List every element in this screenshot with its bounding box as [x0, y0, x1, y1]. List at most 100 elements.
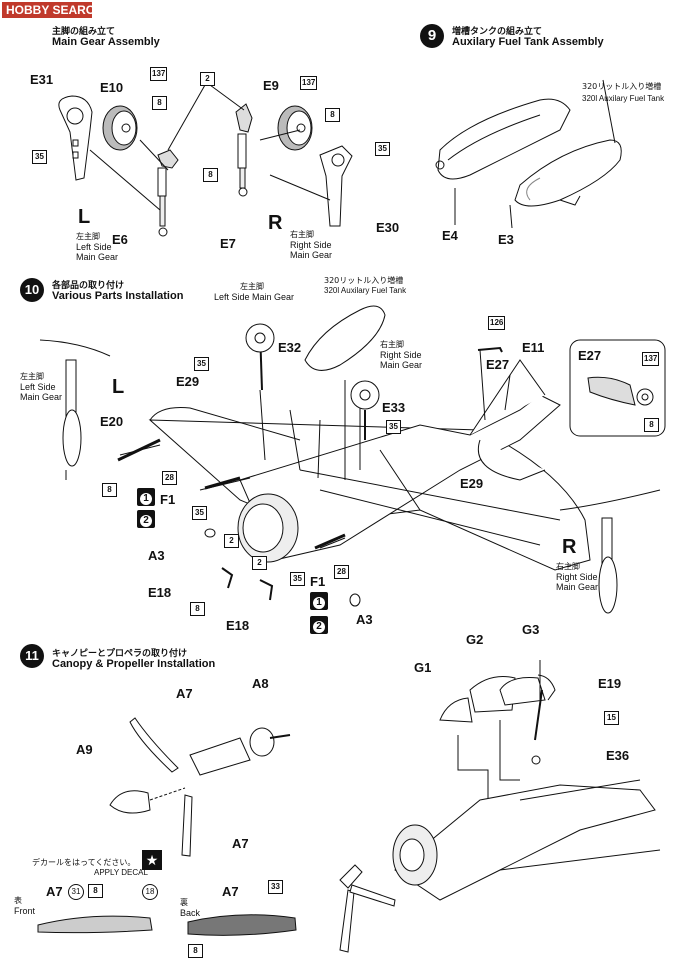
left-gear-jp: 左主脚 — [76, 232, 100, 241]
fuel-tank-note-jp: 320リットル入り増槽 — [582, 82, 662, 91]
code-35-a: 35 — [32, 150, 47, 164]
side-right-en2: Main Gear — [556, 582, 599, 592]
paint-2-a-label: 2 — [140, 515, 152, 527]
paint-2-b-label: 2 — [313, 621, 325, 633]
step11-number: 11 — [20, 644, 44, 668]
part-label-e31: E31 — [30, 72, 54, 87]
right-gear-en2: Main Gear — [290, 250, 333, 260]
side-right-marker: R — [562, 536, 577, 558]
paint-1-b-label: 1 — [313, 597, 325, 609]
watermark-logo-box — [2, 2, 92, 18]
code-35-b: 35 — [375, 142, 390, 156]
paint-2-b: 2 — [310, 616, 328, 634]
code-8-c10b: 8 — [190, 602, 205, 616]
left-gear-en2: Main Gear — [76, 252, 119, 262]
part-label-a7-c: A7 — [46, 884, 63, 899]
part-label-f1-b: F1 — [310, 574, 326, 589]
gear-strut-e6-drawing — [157, 149, 179, 237]
code-2-c10a: 2 — [224, 534, 239, 548]
code-8-c10a: 8 — [102, 483, 117, 497]
part-label-a3-b: A3 — [356, 612, 373, 627]
code-8-c11b: 8 — [188, 944, 203, 958]
code-33: 33 — [268, 880, 283, 894]
gear-cover-e30-drawing — [319, 145, 353, 227]
step10-title-jp: 各部品の取り付け — [52, 281, 125, 291]
step10-number: 10 — [20, 278, 44, 302]
fuselage-front-drawing — [392, 779, 661, 901]
rmg-en2: Main Gear — [380, 360, 423, 370]
step9-title-en: Auxilary Fuel Tank Assembly — [452, 36, 604, 48]
code-8-a: 8 — [152, 96, 167, 110]
part-label-e36: E36 — [606, 748, 630, 763]
propeller-installed-drawing — [339, 864, 396, 953]
code-137-b: 137 — [300, 76, 318, 90]
left-side-marker: L — [78, 206, 91, 228]
code-18: 18 — [142, 884, 158, 900]
code-137-a: 137 — [150, 67, 168, 81]
step10-title-en: Various Parts Installation — [52, 290, 184, 302]
part-label-e20: E20 — [100, 414, 124, 429]
decal-note-jp: デカールをはってください。 — [32, 858, 136, 867]
part-label-e33: E33 — [382, 400, 406, 415]
code-35-c10c: 35 — [290, 572, 305, 586]
side-left-marker: L — [112, 376, 125, 398]
decal-note-en: APPLY DECAL — [94, 868, 148, 877]
right-gear-jp: 右主脚 — [290, 230, 314, 239]
part-label-e7: E7 — [220, 236, 236, 251]
detail-e27-drawing — [587, 376, 654, 406]
paint-1-b: 1 — [310, 592, 328, 610]
canopy-drawing — [439, 660, 556, 810]
back-jp: 裏 — [180, 898, 188, 907]
decal-star-icon: ★ — [142, 850, 162, 870]
part-label-g2: G2 — [466, 632, 484, 647]
antenna-mast-drawing — [531, 689, 543, 765]
part-label-e29-a: E29 — [176, 374, 200, 389]
code-35-c10a: 35 — [194, 357, 209, 371]
left-gear-en1: Left Side — [76, 242, 112, 252]
step11-title-en: Canopy & Propeller Installation — [52, 658, 216, 670]
part-label-e27-b: E27 — [578, 348, 602, 363]
code-31: 31 — [68, 884, 84, 900]
step8-title-jp: 主脚の組み立て — [52, 27, 116, 37]
part-label-e19: E19 — [598, 676, 622, 691]
right-side-marker: R — [268, 212, 283, 234]
code-126: 126 — [488, 316, 506, 330]
wheel-e9-drawing — [277, 105, 313, 151]
side-left-jp: 左主脚 — [20, 372, 44, 381]
back-en: Back — [180, 908, 201, 918]
lmg-jp: 左主脚 — [240, 282, 264, 291]
side-left-en2: Main Gear — [20, 392, 63, 402]
side-right-jp: 右主脚 — [556, 562, 580, 571]
code-2-c10b: 2 — [252, 556, 267, 570]
blade-back-drawing — [187, 914, 297, 936]
part-label-a8: A8 — [252, 676, 269, 691]
code-8-b: 8 — [203, 168, 218, 182]
airplane-drawing — [117, 305, 591, 607]
wheel-e10-drawing — [102, 105, 138, 151]
front-jp: 表 — [14, 896, 22, 905]
part-label-g3: G3 — [522, 622, 540, 637]
step8-title-en: Main Gear Assembly — [52, 36, 160, 48]
step9-title-jp: 増槽タンクの組み立て — [452, 27, 543, 37]
part-label-e6: E6 — [112, 232, 128, 247]
rmg-en1: Right Side — [380, 350, 422, 360]
side-left-en1: Left Side — [20, 382, 56, 392]
code-15: 15 — [604, 711, 619, 725]
part-label-e29-b: E29 — [460, 476, 484, 491]
part-label-e27-a: E27 — [486, 357, 510, 372]
part-label-a7-a: A7 — [176, 686, 193, 701]
gear-strut-e7-drawing — [235, 103, 253, 197]
code-8-c10c: 8 — [644, 418, 659, 432]
code-28-b: 28 — [334, 565, 349, 579]
step9-number: 9 — [420, 24, 444, 48]
paint-2-a: 2 — [137, 510, 155, 528]
lmg-en: Left Side Main Gear — [214, 292, 295, 302]
code-137-c10: 137 — [642, 352, 660, 366]
part-label-e11: E11 — [522, 340, 545, 355]
code-8-c11a: 8 — [88, 884, 103, 898]
fuel-tank-note-en: 320l Auxilary Fuel Tank — [582, 94, 665, 103]
left-gear-side-view-drawing — [39, 339, 111, 480]
part-label-e18-a: E18 — [148, 585, 172, 600]
part-label-e32: E32 — [278, 340, 302, 355]
